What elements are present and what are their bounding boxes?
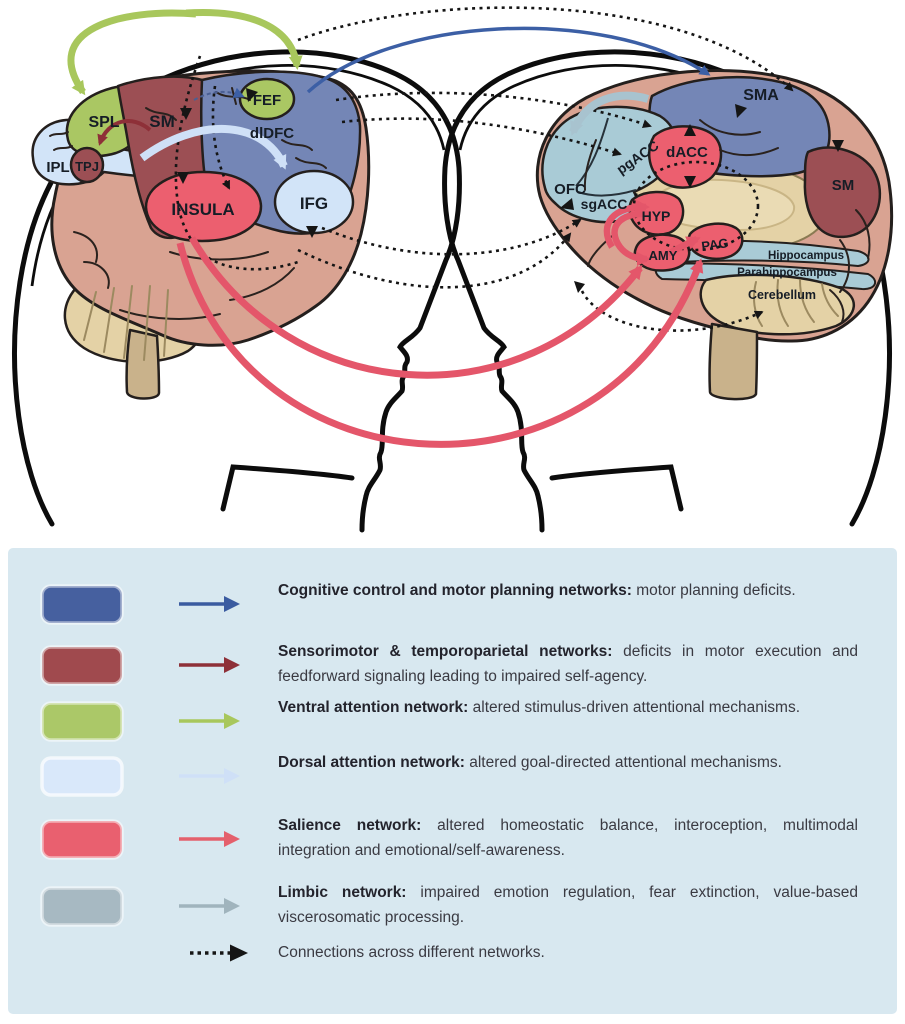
label-hippocampus: Hippocampus xyxy=(768,250,844,262)
salience-swatch xyxy=(40,819,124,860)
red-loop-hyp xyxy=(603,199,650,249)
region-insula xyxy=(144,170,263,243)
red-arrow-amy-pag xyxy=(666,236,701,257)
left-brainstem xyxy=(125,328,161,400)
label-ofc: OFC xyxy=(554,181,586,198)
cognitive-swatch xyxy=(40,584,124,625)
region-cerebellum-right xyxy=(699,273,856,336)
label-hyp: HYP xyxy=(642,208,671,224)
legend-network-description: altered stimulus-driven attentional mech… xyxy=(472,699,801,716)
sensorimotor-swatch xyxy=(40,645,124,686)
legend-network-name: Limbic network: xyxy=(278,884,407,901)
blue-arrow-interhemispheric xyxy=(306,26,711,94)
dotted-thalamus-loop xyxy=(632,160,760,252)
green-arrow-left xyxy=(67,9,197,96)
legend-text: Salience network: altered homeostatic ba… xyxy=(278,813,858,863)
region-tpj xyxy=(69,146,105,184)
darkred-arrow-sm-tpj xyxy=(97,119,152,146)
gray-arrow-pgacc-ofc xyxy=(569,91,650,136)
dotted-arc-low-1 xyxy=(321,218,582,256)
label-ifg: IFG xyxy=(300,194,328,213)
legend-text: Sensorimotor & temporoparietal networks:… xyxy=(278,639,858,689)
label-dacc: dACC xyxy=(666,144,708,161)
legend-text: Limbic network: impaired emotion regulat… xyxy=(278,880,858,930)
label-sma: SMA xyxy=(743,87,779,104)
dotted-arc-top xyxy=(297,6,794,92)
ventral-swatch xyxy=(40,701,124,742)
label-ipl: IPL xyxy=(46,159,69,176)
green-arrow-right xyxy=(185,8,303,70)
legend-text: Connections across different networks. xyxy=(278,940,858,965)
ventral-arrow-icon xyxy=(179,713,240,729)
small-arrowheads xyxy=(177,88,844,293)
right-sulci xyxy=(583,119,871,323)
red-arc-insula-amy xyxy=(188,236,643,379)
legend-network-description: Connections across different networks. xyxy=(278,944,545,961)
legend-panel: Cognitive control and motor planning net… xyxy=(8,548,897,1014)
dotted-arrow-icon xyxy=(190,944,248,962)
right-brain xyxy=(535,69,894,401)
legend-text: Ventral attention network: altered stimu… xyxy=(278,695,858,720)
brain-figure-canvas: SPL SM FEF dlDFC IPL TPJ INSULA IFG SMA … xyxy=(0,6,894,548)
legend-network-name: Salience network: xyxy=(278,817,422,834)
dorsal-swatch xyxy=(40,756,124,797)
salience-arrow-icon xyxy=(179,831,240,847)
legend-network-name: Dorsal attention network: xyxy=(278,754,465,771)
label-dldfc: dlDFC xyxy=(250,125,294,142)
limbic-swatch xyxy=(40,886,124,927)
legend-network-name: Cognitive control and motor planning net… xyxy=(278,582,632,599)
dorsal-arrow-icon xyxy=(179,768,240,784)
red-loop-amy xyxy=(611,210,651,266)
region-fef xyxy=(238,77,296,121)
dotted-internal-left-1 xyxy=(174,55,299,271)
sensorimotor-arrow-icon xyxy=(179,657,240,673)
dotted-arc-low-2 xyxy=(297,232,572,289)
legend-network-description: deficits in motor execution and feedforw… xyxy=(278,643,858,685)
legend-network-description: motor planning deficits. xyxy=(636,582,796,599)
salience-arrows xyxy=(176,199,704,448)
right-brainstem xyxy=(708,322,759,401)
legend-network-name: Sensorimotor & temporoparietal networks: xyxy=(278,643,613,660)
label-fef: FEF xyxy=(253,92,281,109)
two-heads-brain-diagram: SPL SM FEF dlDFC IPL TPJ INSULA IFG SMA … xyxy=(0,6,894,548)
label-sgacc: sgACC xyxy=(581,196,628,212)
network-connections xyxy=(67,6,844,448)
label-tpj: TPJ xyxy=(75,159,99,174)
label-spl: SPL xyxy=(88,114,119,131)
legend-text: Cognitive control and motor planning net… xyxy=(278,578,858,603)
paleblue-arrow-ipl-ifg xyxy=(139,125,288,170)
cognitive-arrow-icon xyxy=(179,596,240,612)
red-arc-insula-pag xyxy=(176,242,704,448)
label-insula: INSULA xyxy=(171,200,234,219)
label-cerebellum: Cerebellum xyxy=(748,288,816,302)
legend-network-name: Ventral attention network: xyxy=(278,699,469,716)
label-parahippocampus: Parahippocampus xyxy=(737,267,837,279)
legend-network-description: altered homeostatic balance, interocepti… xyxy=(278,817,858,859)
dotted-arc-mid-2 xyxy=(341,117,622,157)
label-sm-left: SM xyxy=(149,112,175,131)
dotted-arc-cerebellum xyxy=(580,290,764,332)
label-amy: AMY xyxy=(649,248,678,263)
label-sm-right: SM xyxy=(832,177,855,194)
legend-text: Dorsal attention network: altered goal-d… xyxy=(278,750,858,775)
label-pag: PAG xyxy=(700,235,729,254)
region-dacc xyxy=(647,125,723,189)
left-brain-labels: SPL SM FEF dlDFC IPL TPJ INSULA IFG xyxy=(46,92,328,219)
limbic-arrow-icon xyxy=(179,898,240,914)
legend-network-description: impaired emotion regulation, fear extinc… xyxy=(278,884,858,926)
legend-network-description: altered goal-directed attentional mechan… xyxy=(469,754,782,771)
